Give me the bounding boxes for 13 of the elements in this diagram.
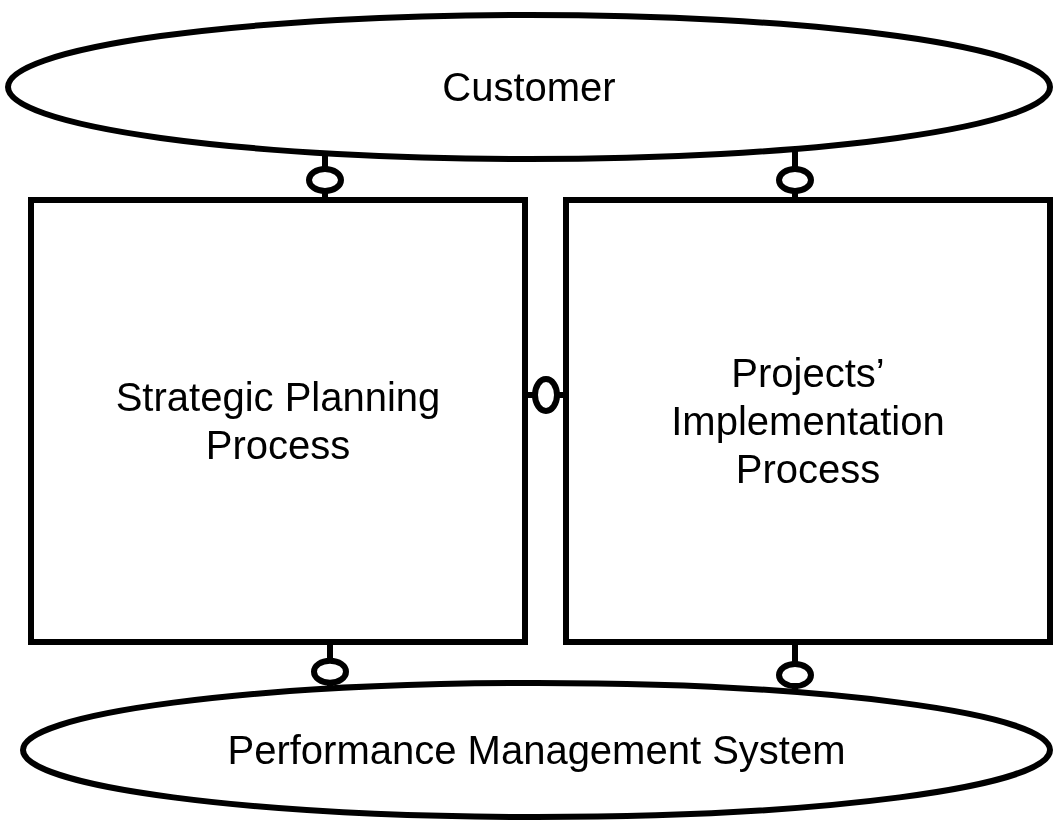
process-box bbox=[28, 197, 528, 645]
connector bbox=[776, 148, 814, 197]
connector bbox=[528, 376, 563, 414]
node-label: Strategic Planning Process bbox=[114, 374, 442, 469]
connector bbox=[306, 153, 344, 197]
connector bbox=[776, 645, 814, 693]
ellipse-node bbox=[20, 680, 1053, 820]
node-label: Customer bbox=[441, 64, 617, 111]
ellipse-node bbox=[5, 12, 1053, 162]
node-label: Projects’ Implementation Process bbox=[670, 350, 946, 493]
connector bbox=[311, 645, 349, 689]
node-label: Performance Management System bbox=[226, 727, 847, 774]
process-box bbox=[563, 197, 1053, 645]
